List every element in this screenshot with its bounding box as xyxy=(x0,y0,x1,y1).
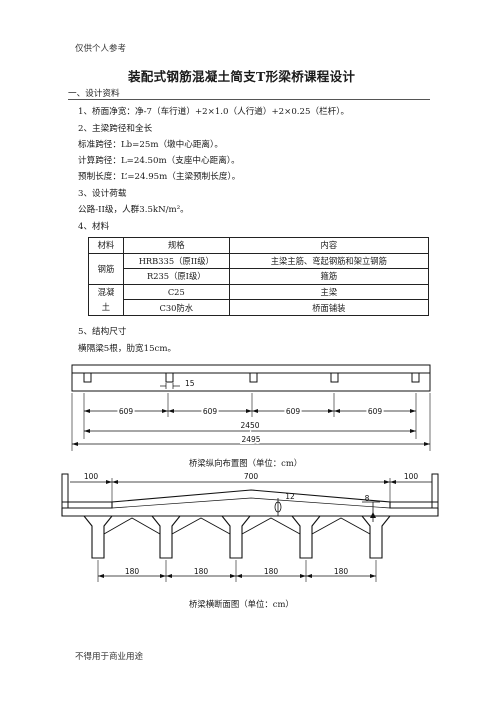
item-material-heading: 4、材料 xyxy=(78,222,110,232)
diaphragm-rib xyxy=(83,373,92,383)
table-row: 钢筋 HRB335（原II级） 主梁主筋、弯起钢筋和架立钢筋 xyxy=(88,252,430,285)
table-header-cell: 材料 xyxy=(88,237,124,254)
width-arrows xyxy=(106,480,396,484)
diaphragm-rib xyxy=(249,373,258,383)
item-diaphragm: 横隔梁5根，肋宽15cm。 xyxy=(78,344,177,354)
girder-web xyxy=(291,515,321,559)
table-cell: C30防水 xyxy=(122,299,230,316)
right-sidewalk-label: 100 xyxy=(404,472,419,481)
girder-spacing-label: 180 xyxy=(264,567,279,576)
item-standard-span: 标准跨径：Lb=25m（墩中心距离）。 xyxy=(78,140,223,150)
diaphragm-rib xyxy=(411,373,420,383)
figure-caption-longitudinal: 桥梁纵向布置图（单位：cm） xyxy=(189,458,303,468)
table-cell: C25 xyxy=(122,283,230,301)
girder-web xyxy=(151,515,181,559)
item-load-heading: 3、设计荷载 xyxy=(78,189,127,199)
segment-label: 609 xyxy=(286,407,301,416)
item-load-value: 公路-II级，人群3.5kN/m²。 xyxy=(78,205,189,215)
table-cell: 箍筋 xyxy=(228,268,430,285)
carriageway-label: 700 xyxy=(244,472,259,481)
edge-arrow-icon xyxy=(370,512,376,518)
section-rule xyxy=(68,99,430,100)
table-cell: 桥面铺装 xyxy=(228,299,430,316)
table-cell: R235（原I级） xyxy=(122,268,230,285)
full-length-label: 2495 xyxy=(241,435,260,444)
girder-web xyxy=(83,515,113,559)
girder-web xyxy=(361,515,391,559)
rib-width-callout xyxy=(160,383,180,389)
girder-outline xyxy=(71,364,431,392)
item-span-heading: 2、主梁跨径和全长 xyxy=(78,124,153,134)
table-row: 混凝 土 C25 主梁 xyxy=(88,283,430,316)
girder-spacing-label: 180 xyxy=(125,567,140,576)
diaphragm-rib xyxy=(330,373,339,383)
table-header-cell: 规格 xyxy=(122,237,230,254)
full-length-arrows xyxy=(72,442,430,446)
right-railing xyxy=(431,473,439,509)
item-structure-heading: 5、结构尺寸 xyxy=(78,327,127,337)
deck-section xyxy=(61,489,439,517)
page-footer: 不得用于商业用途 xyxy=(75,652,144,662)
table-cell: 主梁主筋、弯起钢筋和架立钢筋 xyxy=(228,252,430,270)
table-row: R235（原I级） 箍筋 xyxy=(89,268,430,285)
longitudinal-layout-drawing: 15 609 609 609 609 2450 2495 xyxy=(71,364,431,451)
segment-label: 609 xyxy=(368,407,383,416)
girder-spacing-label: 180 xyxy=(194,567,209,576)
table-cell-concrete: 混凝 土 xyxy=(88,283,124,316)
pavement-layer xyxy=(111,497,391,509)
section-heading-design-data: 一、设计资料 xyxy=(68,89,120,99)
table-row: C30防水 桥面铺装 xyxy=(89,299,430,316)
girder-elevation xyxy=(71,364,431,392)
concrete-label-line2: 土 xyxy=(101,301,111,312)
spacing-arrows xyxy=(98,574,376,578)
rib-width-label: 15 xyxy=(185,379,195,388)
page-header: 仅供个人参考 xyxy=(75,44,127,54)
figure-caption-cross-section: 桥梁横断面图（单位：cm） xyxy=(189,599,294,609)
left-railing xyxy=(61,473,69,509)
material-table: 材料 规格 内容 钢筋 HRB335（原II级） 主梁主筋、弯起钢筋和架立钢筋 … xyxy=(88,237,430,316)
crown-label: 12 xyxy=(285,492,295,501)
girder-spacing-label: 180 xyxy=(334,567,349,576)
item-deck-width: 1、桥面净宽：净-7（车行道）+2×1.0（人行道）+2×0.25（栏杆）。 xyxy=(78,107,350,117)
span-arrows xyxy=(84,429,416,433)
girder-web xyxy=(221,515,251,559)
table-cell-steel: 钢筋 xyxy=(88,252,124,285)
segment-label: 609 xyxy=(203,407,218,416)
dimension-arrows xyxy=(84,409,416,413)
table-cell: 主梁 xyxy=(228,283,430,301)
crown-marker xyxy=(274,498,282,516)
table-header-row: 材料 规格 内容 xyxy=(88,237,430,254)
item-precast-length: 预制长度：L’=24.95m（主梁预制长度）。 xyxy=(78,172,241,182)
item-calculated-span: 计算跨径：L=24.50m（支座中心距离）。 xyxy=(78,156,240,166)
table-header-cell: 内容 xyxy=(228,237,430,254)
deck-slab xyxy=(61,508,439,517)
diaphragm-haunches xyxy=(103,517,371,535)
concrete-label-line1: 混凝 xyxy=(97,287,115,298)
segment-label: 609 xyxy=(119,407,134,416)
spacing-extension-lines xyxy=(97,560,377,582)
span-total-label: 2450 xyxy=(240,421,259,430)
diaphragm-rib xyxy=(165,373,174,383)
cross-section-drawing: 100 700 100 12 8 xyxy=(61,472,439,582)
deck-surface xyxy=(62,489,438,509)
t-girders xyxy=(83,515,391,559)
left-sidewalk-label: 100 xyxy=(84,472,99,481)
table-cell: HRB335（原II级） xyxy=(122,252,230,270)
edge-label: 8 xyxy=(365,494,370,503)
document-title: 装配式钢筋混凝土简支T形梁桥课程设计 xyxy=(128,69,356,84)
